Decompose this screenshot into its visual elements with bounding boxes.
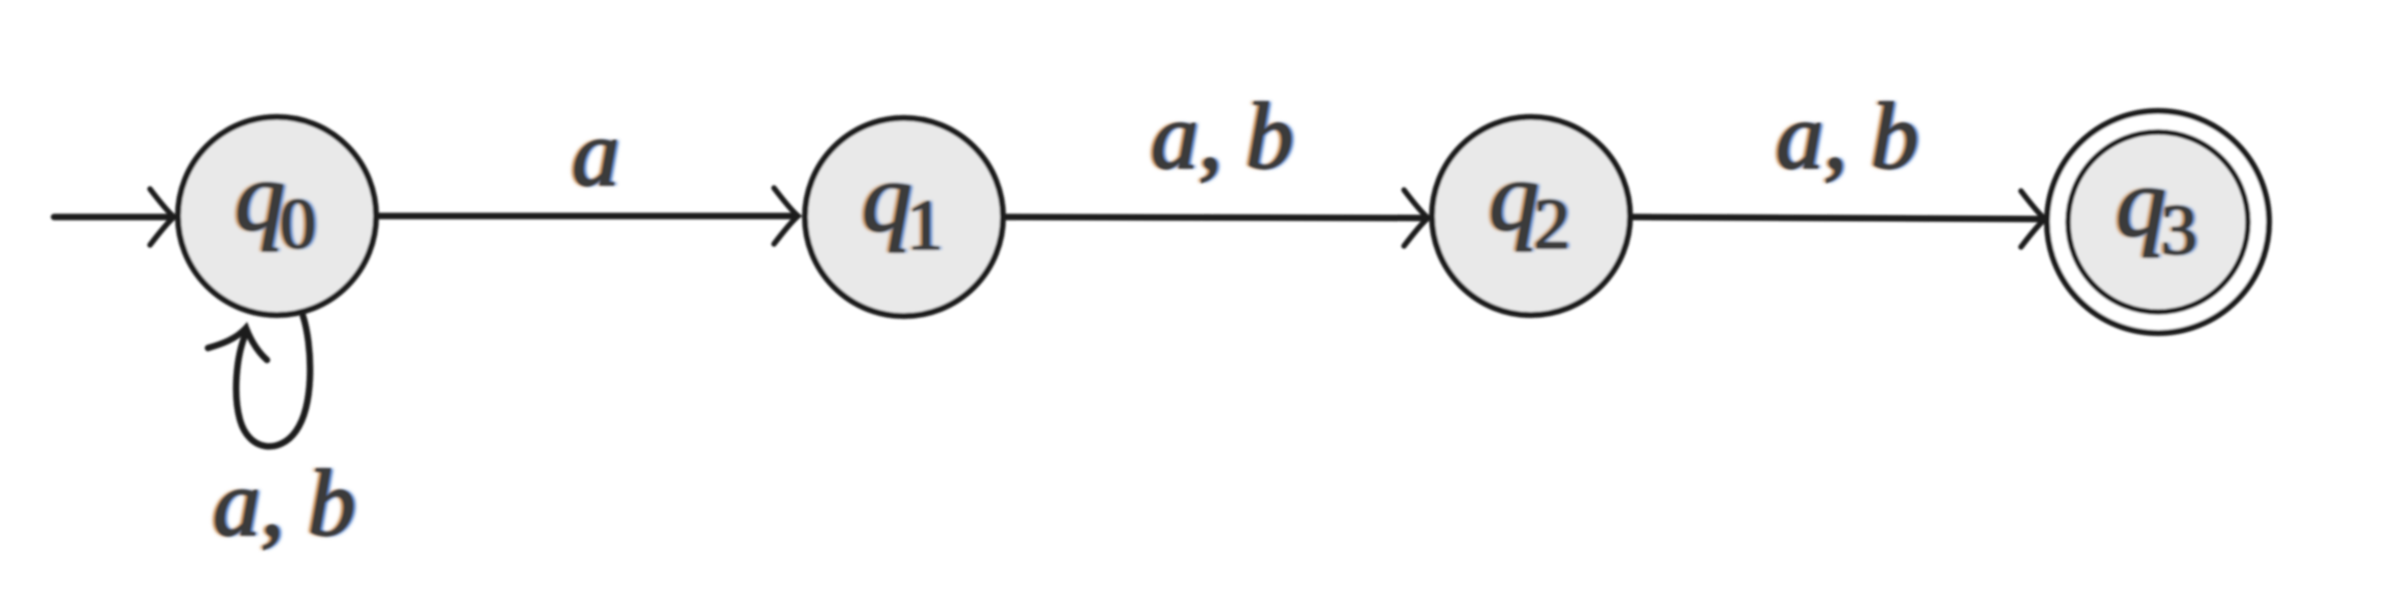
svg-text:a, b: a, b bbox=[213, 450, 356, 556]
svg-text:a: a bbox=[572, 100, 620, 206]
svg-text:a, b: a, b bbox=[216, 450, 359, 556]
svg-text:q1: q1 bbox=[859, 142, 940, 265]
svg-text:a: a bbox=[569, 100, 617, 206]
svg-text:q3: q3 bbox=[2116, 147, 2197, 270]
svg-text:a: a bbox=[575, 100, 623, 206]
svg-text:a, b: a, b bbox=[1151, 83, 1294, 189]
svg-text:a, b: a, b bbox=[1776, 83, 1919, 189]
svg-text:a, b: a, b bbox=[1154, 83, 1297, 189]
svg-text:a, b: a, b bbox=[1148, 83, 1291, 189]
svg-text:q3: q3 bbox=[2119, 147, 2200, 270]
svg-text:q0: q0 bbox=[235, 141, 316, 264]
svg-text:q2: q2 bbox=[1486, 141, 1567, 264]
svg-text:a, b: a, b bbox=[210, 450, 353, 556]
svg-text:a, b: a, b bbox=[1773, 83, 1916, 189]
svg-text:a, b: a, b bbox=[1779, 83, 1922, 189]
svg-text:q0: q0 bbox=[232, 141, 313, 264]
